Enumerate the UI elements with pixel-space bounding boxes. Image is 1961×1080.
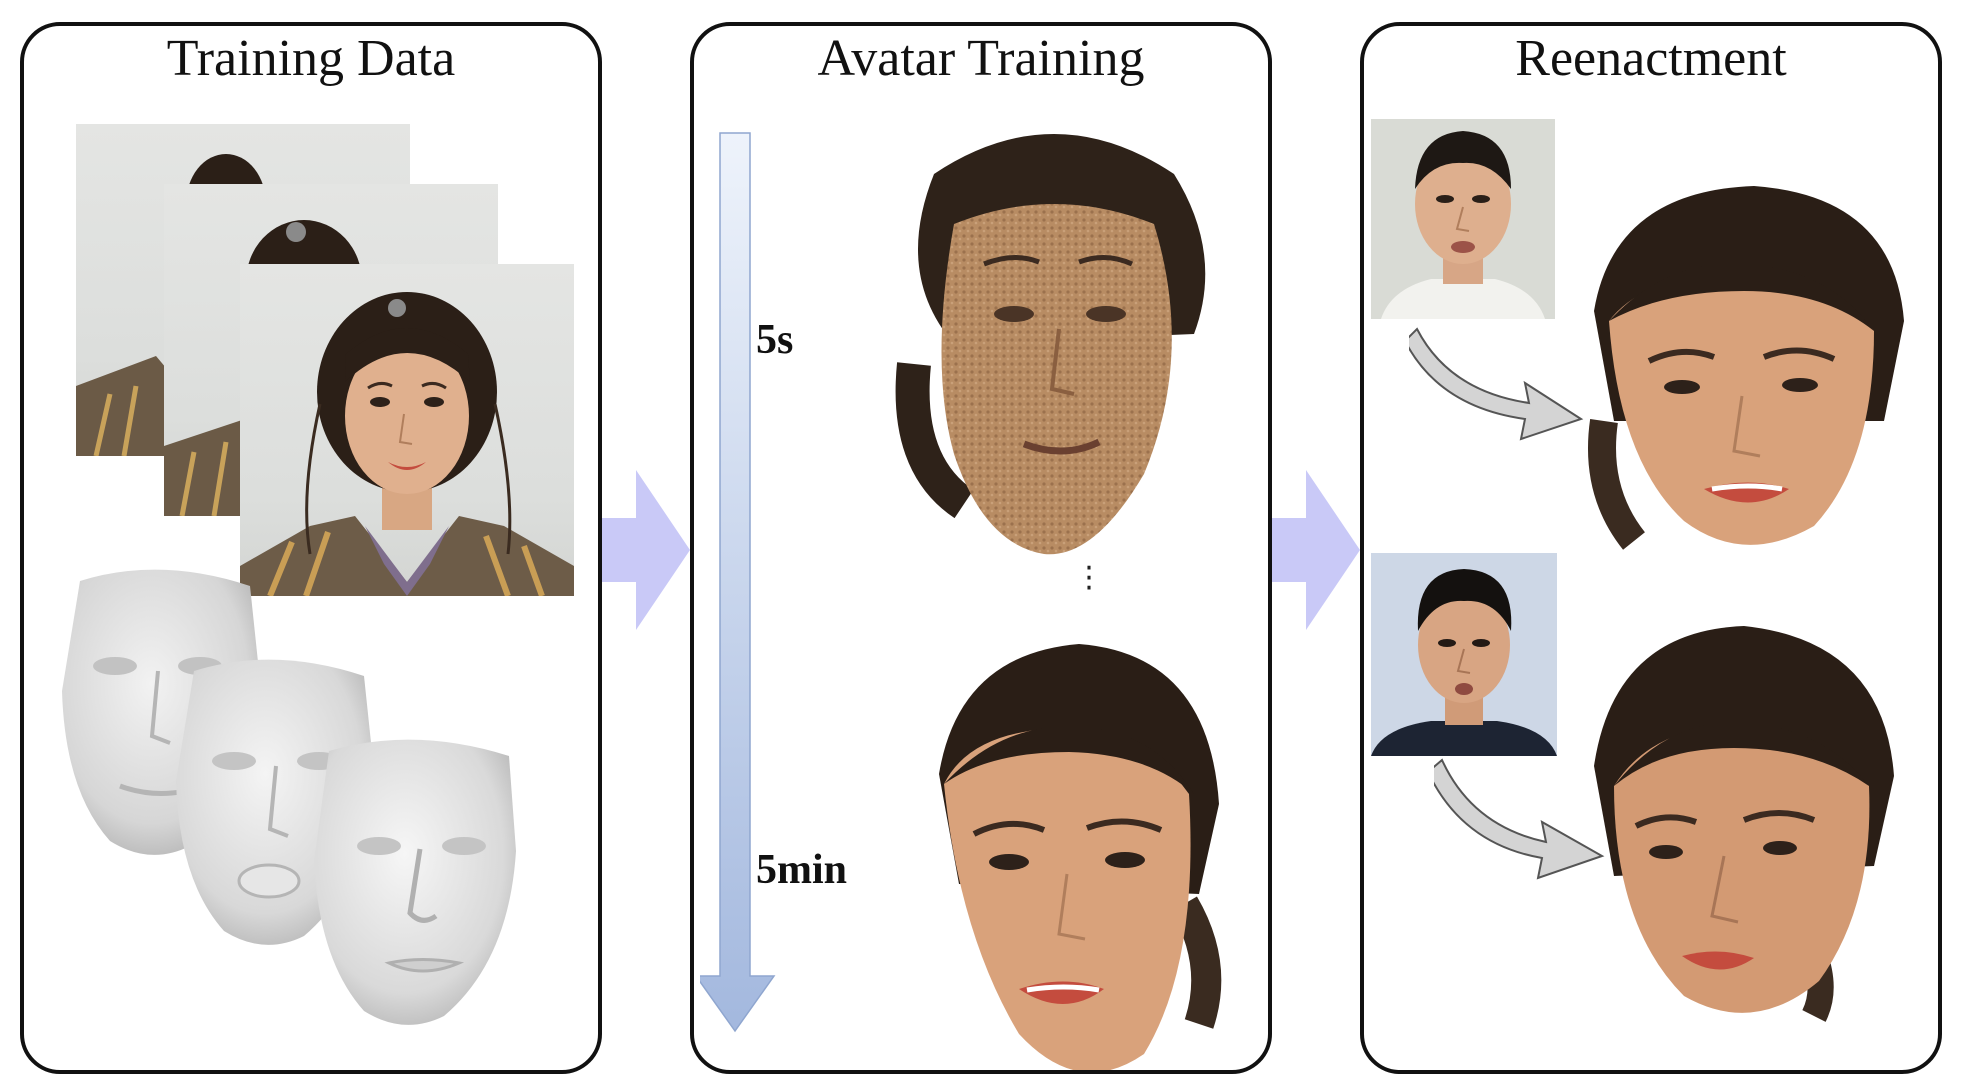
driver-photo: [1371, 119, 1555, 319]
arrow-down-icon: [700, 132, 776, 1033]
panel-title: Training Data: [166, 30, 456, 87]
block-arrow-right-icon: [602, 470, 690, 630]
avatar-render-coarse: [895, 134, 1206, 555]
curved-arrow-icon: [1409, 327, 1584, 441]
curved-arrow-icon: [1434, 758, 1605, 880]
driver-photo: [1371, 553, 1557, 756]
time-label-start: 5s: [756, 317, 794, 363]
face-mesh: [314, 739, 516, 1025]
panel-title: Avatar Training: [817, 30, 1145, 87]
reenacted-avatar: [1594, 626, 1894, 1022]
avatar-training-panel: Avatar Training 5s 5min ···: [690, 22, 1272, 1074]
training-data-panel: Training Data: [20, 22, 602, 1074]
reenactment-panel: Reenactment: [1360, 22, 1942, 1074]
training-photo-front: [240, 264, 574, 596]
avatar-render-fine: [939, 644, 1222, 1070]
panel-title: Reenactment: [1515, 30, 1787, 87]
time-label-end: 5min: [756, 847, 848, 893]
ellipsis-icon: ···: [1084, 551, 1094, 606]
block-arrow-right-icon: [1272, 470, 1360, 630]
reenacted-avatar: [1588, 186, 1904, 550]
